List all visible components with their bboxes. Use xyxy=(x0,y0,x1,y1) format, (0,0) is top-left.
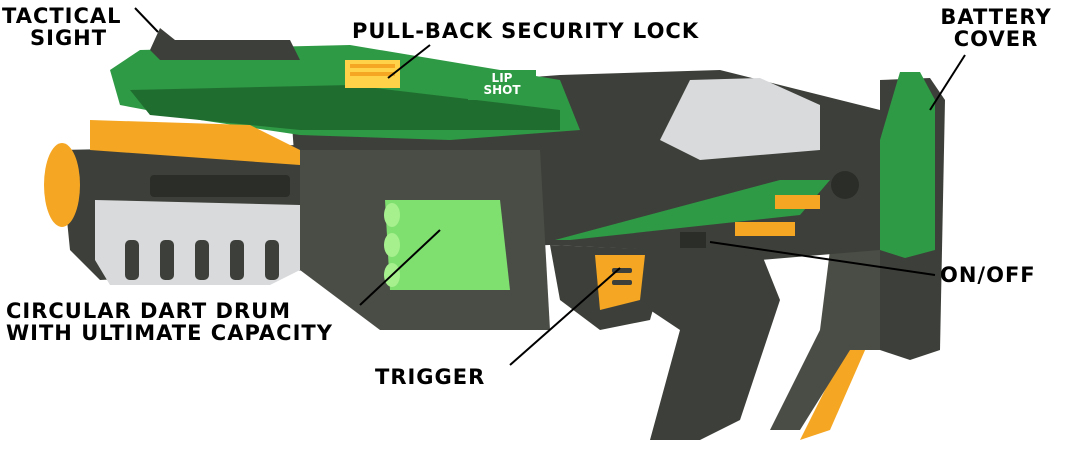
trigger-slot xyxy=(612,280,632,285)
logo xyxy=(468,70,536,100)
label-on-off: ON/OFF xyxy=(940,263,1036,287)
label-line: WITH ULTIMATE CAPACITY xyxy=(6,321,333,345)
side-orange-accent xyxy=(735,222,795,236)
label-line: COVER xyxy=(953,27,1039,51)
front-orange-trim xyxy=(90,120,300,165)
security-lock-ridge xyxy=(350,72,395,76)
rear-top-panel xyxy=(660,78,820,160)
label-security-lock: PULL-BACK SECURITY LOCK xyxy=(352,19,700,43)
tactical-sight xyxy=(150,28,300,60)
logo-line: LIP xyxy=(491,71,513,85)
dart-tips xyxy=(384,203,400,287)
barrel-tube xyxy=(150,175,290,197)
side-orange-accent xyxy=(775,195,820,209)
label-line: BATTERY xyxy=(940,5,1052,29)
dart-drum xyxy=(385,200,510,290)
stock-lower xyxy=(770,250,880,430)
rear-dial xyxy=(831,171,859,199)
upper-shroud-shade xyxy=(130,85,560,130)
side-green-stripe xyxy=(555,180,830,240)
battery-cover xyxy=(880,72,935,258)
security-lock-ridge xyxy=(350,64,395,68)
label-tactical-sight: TACTICAL SIGHT xyxy=(2,5,122,49)
label-line: SIGHT xyxy=(30,26,108,50)
on-off-switch xyxy=(680,232,706,248)
label-line: TACTICAL xyxy=(2,4,122,28)
logo-line: SHOT xyxy=(483,83,521,97)
leader-lines xyxy=(134,7,966,366)
muzzle xyxy=(44,143,80,227)
label-line: CIRCULAR DART DRUM xyxy=(6,299,292,323)
logo-text: LIP SHOT xyxy=(472,72,532,96)
label-dart-drum: CIRCULAR DART DRUM WITH ULTIMATE CAPACIT… xyxy=(6,300,333,344)
pistol-grip xyxy=(620,245,780,440)
grip-slots xyxy=(125,240,279,280)
label-trigger: TRIGGER xyxy=(375,365,486,389)
label-battery-cover: BATTERY COVER xyxy=(926,6,1066,50)
